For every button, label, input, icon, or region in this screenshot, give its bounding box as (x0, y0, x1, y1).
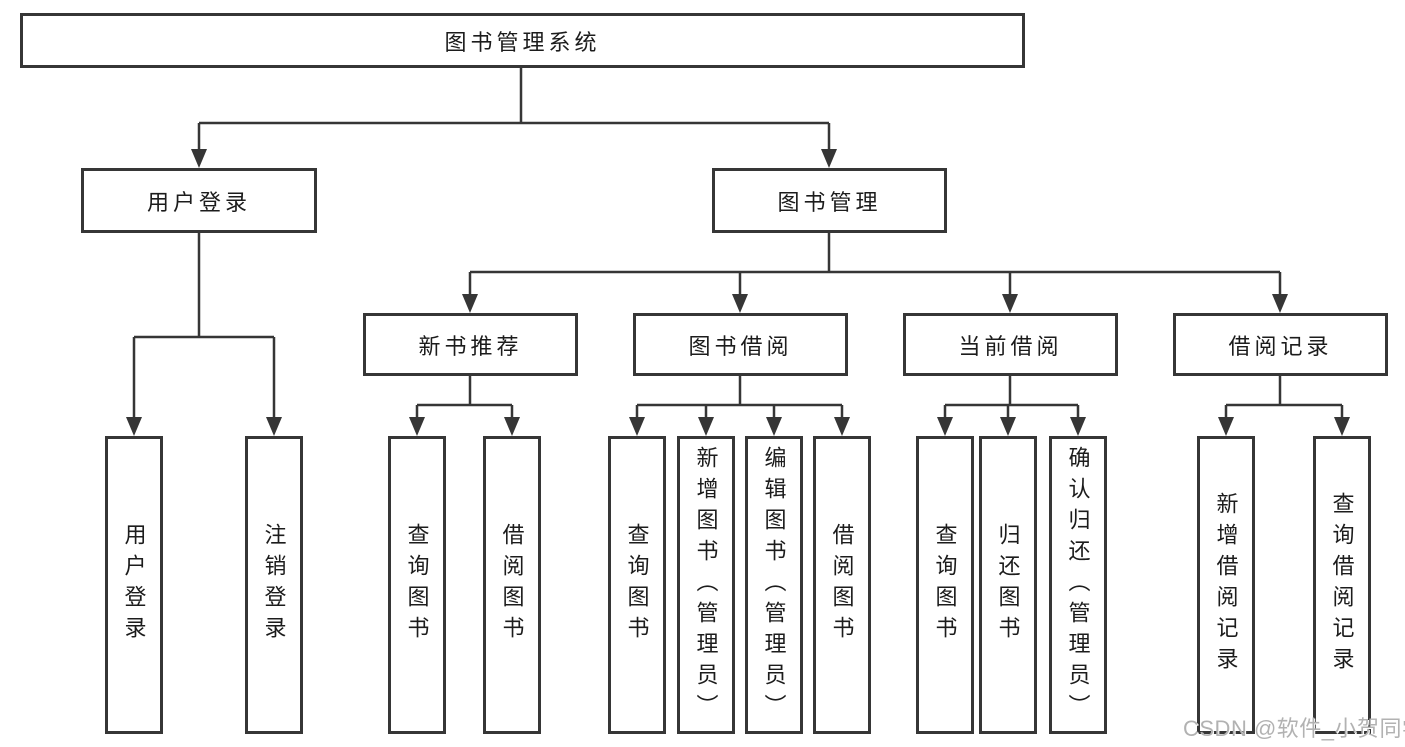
arrowhead-icon (266, 417, 282, 436)
leaf-confirm-return-admin: 确认归还（管理员） (1049, 436, 1107, 734)
arrowhead-icon (937, 417, 953, 436)
leaf-borrow-books-recommend: 借阅图书 (483, 436, 541, 734)
node-new-book-recommendation: 新书推荐 (363, 313, 578, 376)
arrowhead-icon (698, 417, 714, 436)
leaf-query-books-borrowing-label: 查询图书 (624, 523, 650, 647)
arrowhead-icon (409, 417, 425, 436)
node-current-borrowing: 当前借阅 (903, 313, 1118, 376)
leaf-query-books-current: 查询图书 (916, 436, 974, 734)
leaf-confirm-return-admin-label: 确认归还（管理员） (1065, 445, 1091, 725)
leaf-query-borrow-record-label: 查询借阅记录 (1329, 492, 1355, 678)
connector-root-to-level2 (197, 68, 831, 152)
leaf-query-books-recommend-label: 查询图书 (404, 523, 430, 647)
node-current-borrowing-label: 当前借阅 (958, 333, 1063, 359)
leaf-query-books-borrowing: 查询图书 (608, 436, 666, 734)
arrowhead-icon (191, 149, 207, 168)
leaf-user-login-label: 用户登录 (121, 523, 147, 647)
connector-current-borrowing-children (943, 376, 1080, 421)
node-root-label: 图书管理系统 (444, 29, 601, 55)
leaf-borrow-books-recommend-label: 借阅图书 (499, 523, 525, 647)
leaf-logout-label: 注销登录 (261, 523, 287, 647)
connector-new-book-recommendation-children (415, 376, 514, 421)
arrowhead-icon (504, 417, 520, 436)
node-root: 图书管理系统 (20, 13, 1025, 68)
leaf-add-borrow-record: 新增借阅记录 (1197, 436, 1255, 734)
leaf-edit-book-admin: 编辑图书（管理员） (745, 436, 803, 734)
arrowhead-icon (732, 294, 748, 313)
node-book-borrowing: 图书借阅 (633, 313, 848, 376)
leaf-borrow-books-borrowing-label: 借阅图书 (829, 523, 855, 647)
connector-user-login-children (132, 233, 276, 421)
arrowhead-icon (629, 417, 645, 436)
arrowhead-icon (1272, 294, 1288, 313)
arrowhead-icon (1002, 294, 1018, 313)
leaf-borrow-books-borrowing: 借阅图书 (813, 436, 871, 734)
connector-borrowing-records-children (1224, 376, 1344, 421)
connector-book-management-children (468, 233, 1282, 297)
leaf-logout: 注销登录 (245, 436, 303, 734)
node-user-login: 用户登录 (81, 168, 317, 233)
arrowhead-icon (834, 417, 850, 436)
node-borrowing-records: 借阅记录 (1173, 313, 1388, 376)
arrowhead-icon (462, 294, 478, 313)
node-book-management: 图书管理 (712, 168, 947, 233)
node-book-management-label: 图书管理 (777, 189, 882, 215)
leaf-edit-book-admin-label: 编辑图书（管理员） (761, 445, 787, 725)
leaf-return-books-label: 归还图书 (995, 523, 1021, 647)
leaf-add-book-admin: 新增图书（管理员） (677, 436, 735, 734)
arrowhead-icon (821, 149, 837, 168)
leaf-query-borrow-record: 查询借阅记录 (1313, 436, 1371, 734)
leaf-query-books-current-label: 查询图书 (932, 523, 958, 647)
leaf-add-borrow-record-label: 新增借阅记录 (1213, 492, 1239, 678)
arrowhead-icon (1334, 417, 1350, 436)
arrowhead-icon (766, 417, 782, 436)
arrowheads (126, 149, 1350, 436)
arrowhead-icon (1000, 417, 1016, 436)
connector-book-borrowing-children (635, 376, 844, 421)
arrowhead-icon (126, 417, 142, 436)
node-user-login-label: 用户登录 (146, 189, 251, 215)
leaf-query-books-recommend: 查询图书 (388, 436, 446, 734)
arrowhead-icon (1218, 417, 1234, 436)
leaf-user-login: 用户登录 (105, 436, 163, 734)
node-borrowing-records-label: 借阅记录 (1228, 333, 1333, 359)
leaf-add-book-admin-label: 新增图书（管理员） (693, 445, 719, 725)
node-new-book-recommendation-label: 新书推荐 (418, 333, 523, 359)
arrowhead-icon (1070, 417, 1086, 436)
node-book-borrowing-label: 图书借阅 (688, 333, 793, 359)
csdn-watermark: CSDN @软件_小贺同学 (1183, 716, 1405, 741)
leaf-return-books: 归还图书 (979, 436, 1037, 734)
